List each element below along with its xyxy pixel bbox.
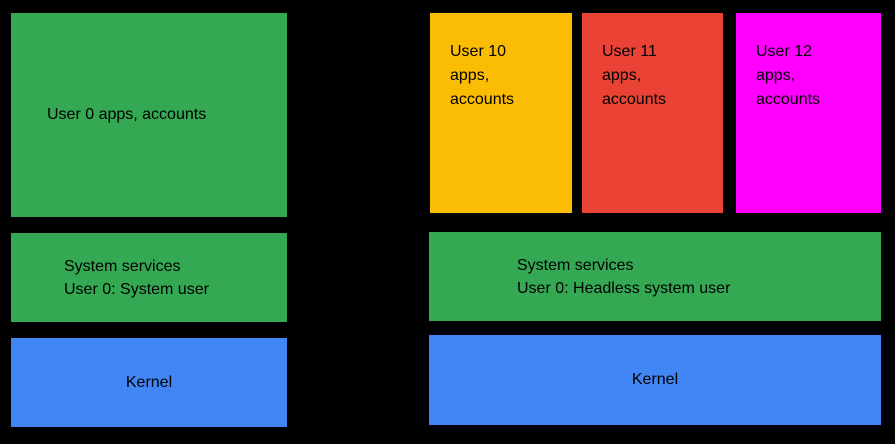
right-user12-label-line1: User 12 bbox=[756, 43, 813, 60]
left-user0-apps-label: User 0 apps, accounts bbox=[47, 106, 207, 123]
right-user10-label-line2: apps, bbox=[450, 67, 490, 84]
left-system-services-box: System services User 0: System user bbox=[11, 233, 287, 322]
right-system-services-label-line2: User 0: Headless system user bbox=[517, 279, 731, 297]
right-system-services-label-line1: System services bbox=[517, 256, 634, 274]
right-user11-label-line2: apps, bbox=[602, 67, 642, 84]
left-kernel-box: Kernel bbox=[11, 338, 287, 427]
right-kernel-box: Kernel bbox=[429, 335, 881, 425]
right-system-services-box: System services User 0: Headless system … bbox=[429, 232, 881, 321]
right-user10-label-line1: User 10 bbox=[450, 43, 507, 60]
left-user0-apps-box: User 0 apps, accounts bbox=[11, 13, 287, 217]
right-user12-label-line3: accounts bbox=[756, 91, 821, 108]
right-user11-label-line3: accounts bbox=[602, 91, 667, 108]
right-kernel-label: Kernel bbox=[631, 371, 679, 388]
right-user11-label-line1: User 11 bbox=[602, 43, 657, 60]
right-user12-label-line2: apps, bbox=[756, 67, 796, 84]
right-user11-apps-box: User 11 apps, accounts bbox=[582, 13, 723, 213]
right-user10-label-line3: accounts bbox=[450, 91, 515, 108]
left-system-services-label-line2: User 0: System user bbox=[64, 280, 209, 298]
left-system-services-label-line1: System services bbox=[64, 257, 181, 275]
right-user10-apps-box: User 10 apps, accounts bbox=[430, 13, 572, 213]
right-user12-apps-box: User 12 apps, accounts bbox=[736, 13, 881, 213]
left-kernel-label: Kernel bbox=[125, 373, 173, 391]
